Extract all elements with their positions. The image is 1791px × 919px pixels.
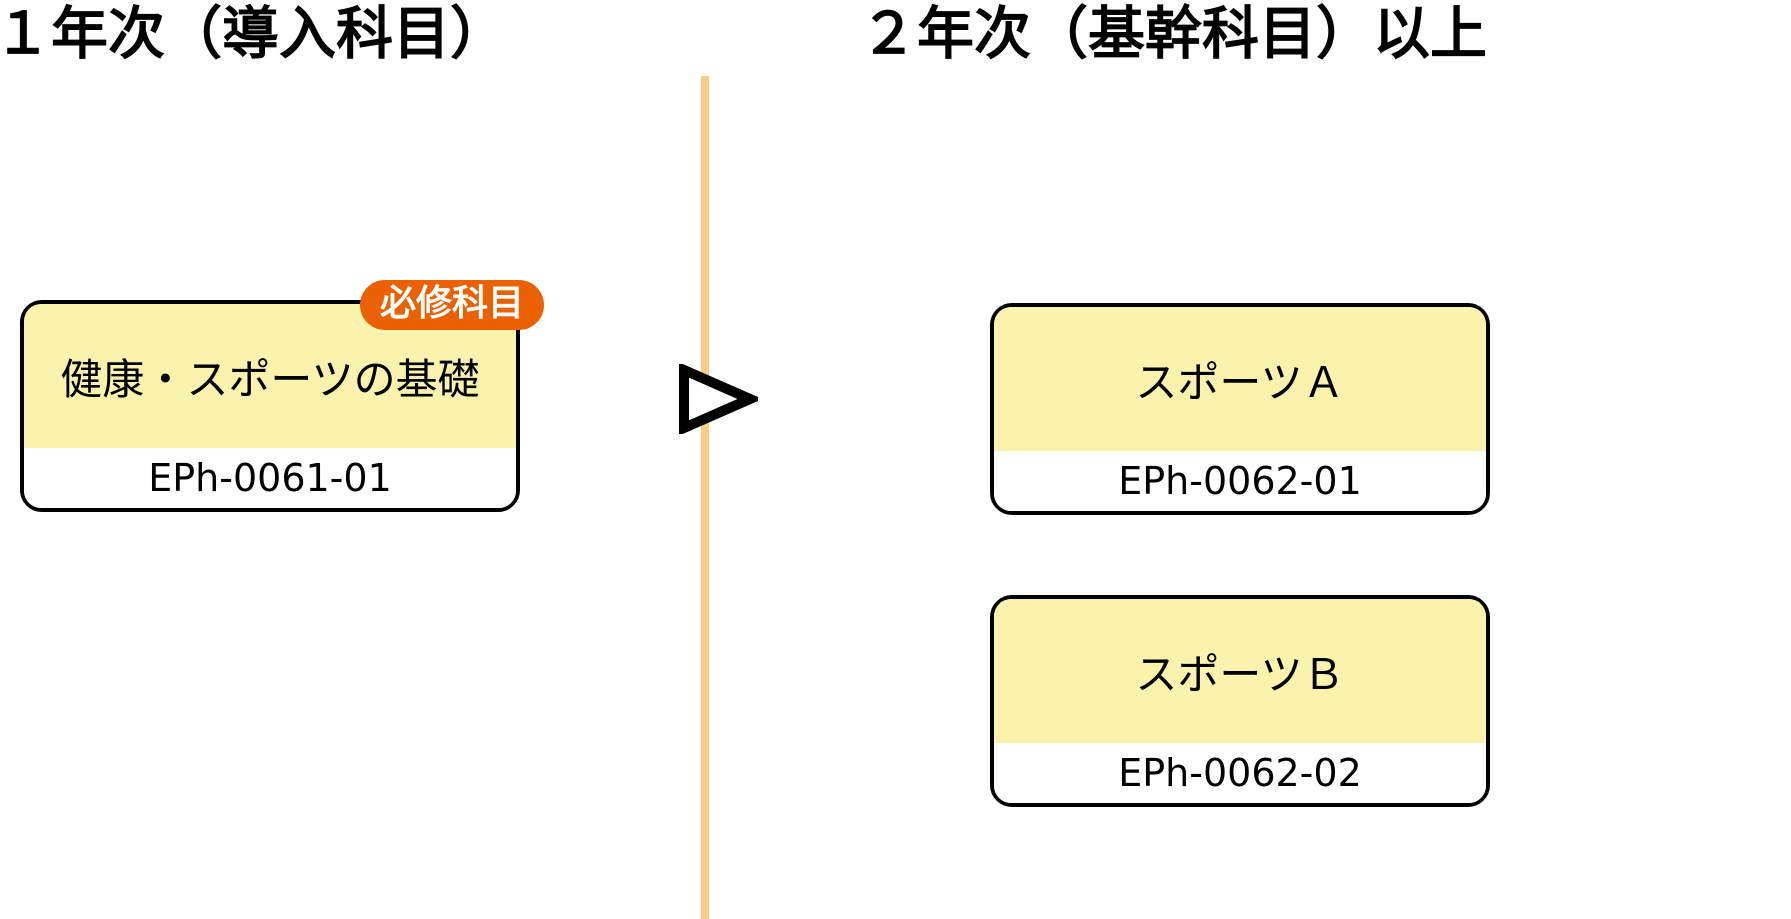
required-course-badge: 必修科目 — [359, 280, 544, 330]
course-code: EPh-0062-02 — [994, 743, 1486, 803]
flow-arrow-icon — [679, 364, 758, 434]
year1-column-header: １年次（導入科目） — [0, 1, 507, 67]
course-card-sports-a: スポーツＡ EPh-0062-01 — [990, 303, 1490, 515]
course-card-sports-b: スポーツＢ EPh-0062-02 — [990, 595, 1490, 807]
course-card-health-sports-basics: 必修科目 健康・スポーツの基礎 EPh-0061-01 — [20, 280, 544, 512]
year2-column-header: ２年次（基幹科目）以上 — [860, 1, 1487, 67]
course-title: スポーツＢ — [994, 599, 1486, 743]
course-code: EPh-0061-01 — [24, 448, 516, 508]
course-code: EPh-0062-01 — [994, 451, 1486, 511]
course-title: スポーツＡ — [994, 307, 1486, 451]
column-divider-line — [701, 76, 709, 919]
